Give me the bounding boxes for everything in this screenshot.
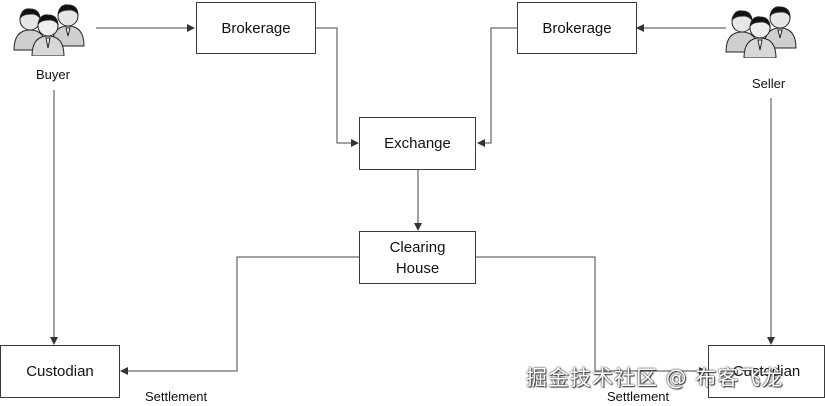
buyer-label: Buyer — [36, 67, 70, 82]
buyer-group-icon — [13, 4, 85, 56]
brokerage-right-label: Brokerage — [542, 19, 612, 37]
clearing-house-label-line1: Clearing — [389, 238, 446, 256]
custodian-left-label: Custodian — [26, 363, 94, 380]
custodian-right-label: Custodian — [732, 363, 801, 380]
custodian-left-node: Custodian — [0, 345, 120, 398]
edge-brokerage-right-to-exchange — [477, 27, 517, 147]
brokerage-left-label: Brokerage — [221, 19, 291, 37]
seller-label: Seller — [752, 76, 786, 91]
edge-brokerage-left-to-exchange — [316, 27, 359, 147]
brokerage-right-node: Brokerage — [517, 2, 637, 54]
edge-clearing-to-custodian-left — [120, 256, 359, 375]
watermark-text: 掘金技术社区 @ 布客飞龙 — [526, 366, 784, 390]
exchange-label: Exchange — [384, 135, 451, 152]
edge-clearing-to-custodian-right — [476, 256, 707, 375]
seller-group-icon — [725, 6, 797, 58]
clearing-house-node: Clearing House — [359, 231, 476, 284]
settlement-left-label: Settlement — [145, 389, 208, 404]
custodian-right-node: Custodian — [708, 345, 825, 398]
exchange-node: Exchange — [359, 117, 476, 170]
settlement-right-label: Settlement — [607, 389, 670, 404]
clearing-house-label-line2: House — [395, 259, 440, 277]
brokerage-left-node: Brokerage — [196, 2, 316, 54]
